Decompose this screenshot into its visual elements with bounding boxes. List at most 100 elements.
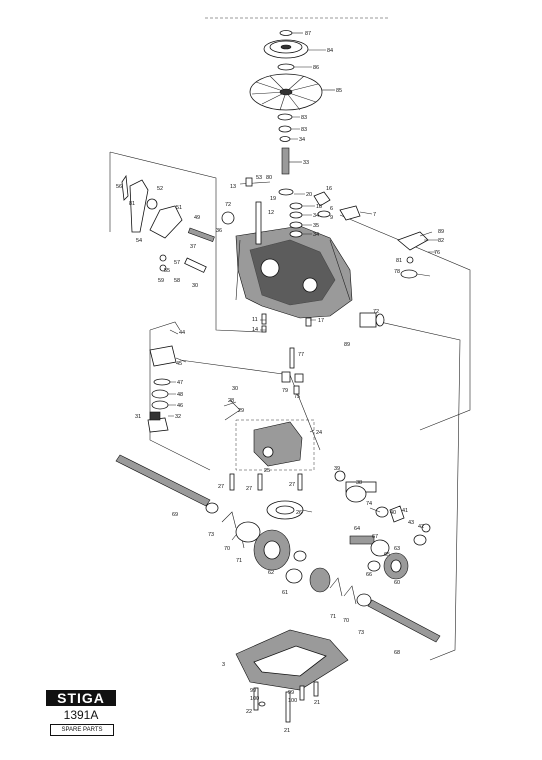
callout-7: 7 xyxy=(373,212,376,218)
callout-53: 53 xyxy=(256,175,262,181)
callout-38: 38 xyxy=(356,480,362,486)
callout-25: 25 xyxy=(264,468,270,474)
frame-line-left xyxy=(109,151,263,333)
callout-leaders xyxy=(168,32,438,513)
callout-72: 72 xyxy=(373,309,379,315)
center-section-block xyxy=(223,399,315,471)
callout-73: 73 xyxy=(208,532,214,538)
callout-37: 37 xyxy=(190,244,196,250)
callout-54: 54 xyxy=(136,238,142,244)
brand-block: STIGA 1391A SPARE PARTS xyxy=(46,690,116,736)
callout-32: 32 xyxy=(175,414,181,420)
callout-31: 31 xyxy=(135,414,141,420)
callout-36: 36 xyxy=(216,228,222,234)
shaft-washers xyxy=(277,113,293,175)
detent-pins xyxy=(281,347,304,395)
callout-41: 41 xyxy=(402,508,408,514)
callout-34: 34 xyxy=(299,137,305,143)
callout-24: 24 xyxy=(316,430,322,436)
callout-40: 40 xyxy=(390,510,396,516)
callout-20: 20 xyxy=(306,192,312,198)
callout-51: 51 xyxy=(176,205,182,211)
differential-lock-stack xyxy=(147,321,181,433)
callout-60: 60 xyxy=(394,580,400,586)
callout-81: 81 xyxy=(129,201,135,207)
axle-bearing-right xyxy=(359,312,385,328)
callout-30: 30 xyxy=(232,386,238,392)
callout-47: 47 xyxy=(177,380,183,386)
callout-66: 66 xyxy=(366,572,372,578)
callout-86: 86 xyxy=(313,65,319,71)
callout-87: 87 xyxy=(305,31,311,37)
callout-81: 81 xyxy=(396,258,402,264)
callout-33: 33 xyxy=(303,160,309,166)
left-axle-shaft xyxy=(115,454,219,514)
callout-48: 48 xyxy=(177,392,183,398)
callout-76: 76 xyxy=(434,250,440,256)
callout-80: 80 xyxy=(266,175,272,181)
frame-line-right xyxy=(339,214,471,431)
callout-71: 71 xyxy=(330,614,336,620)
lower-housing-cover xyxy=(235,629,349,723)
callout-34: 34 xyxy=(313,213,319,219)
callout-14: 14 xyxy=(252,327,258,333)
callout-99: 99 xyxy=(288,690,294,696)
callout-13: 13 xyxy=(230,184,236,190)
callout-59: 59 xyxy=(158,278,164,284)
callout-79: 79 xyxy=(282,388,288,394)
callout-72: 72 xyxy=(225,202,231,208)
callout-89: 89 xyxy=(438,229,444,235)
callout-30: 30 xyxy=(192,283,198,289)
transaxle-housing xyxy=(235,225,353,319)
frame-line-lower-right xyxy=(379,321,461,661)
callout-75: 75 xyxy=(294,394,300,400)
callout-63: 63 xyxy=(394,546,400,552)
right-axle-shaft xyxy=(356,593,441,643)
part-number-labels: 87 84 86 85 83 83 34 33 13 53 80 20 16 5… xyxy=(116,31,444,734)
callout-74: 74 xyxy=(366,501,372,507)
callout-61: 61 xyxy=(282,590,288,596)
callout-68: 68 xyxy=(394,650,400,656)
callout-34: 34 xyxy=(313,232,319,238)
callout-21: 21 xyxy=(284,728,290,734)
callout-55: 55 xyxy=(164,268,170,274)
control-lever-assembly xyxy=(121,174,262,273)
callout-29: 29 xyxy=(238,408,244,414)
callout-21: 21 xyxy=(314,700,320,706)
callout-78: 78 xyxy=(394,269,400,275)
callout-44: 44 xyxy=(179,330,185,336)
callout-82: 82 xyxy=(438,238,444,244)
callout-27: 27 xyxy=(246,486,252,492)
callout-11: 11 xyxy=(252,317,258,323)
callout-67: 67 xyxy=(372,534,378,540)
callout-70: 70 xyxy=(224,546,230,552)
stiga-logo: STIGA xyxy=(46,690,116,706)
callout-18: 18 xyxy=(316,204,322,210)
callout-49: 49 xyxy=(194,215,200,221)
callout-64: 64 xyxy=(354,526,360,532)
pulley-assembly xyxy=(263,30,309,71)
callout-58: 58 xyxy=(174,278,180,284)
callout-16: 16 xyxy=(326,186,332,192)
callout-100: 100 xyxy=(250,696,259,702)
callout-6: 6 xyxy=(330,206,333,212)
callout-52: 52 xyxy=(157,186,163,192)
callout-70: 70 xyxy=(343,618,349,624)
callout-39: 39 xyxy=(334,466,340,472)
callout-9: 9 xyxy=(330,215,333,221)
callout-65: 65 xyxy=(384,552,390,558)
callout-17: 17 xyxy=(318,318,324,324)
right-brake-assembly xyxy=(397,231,433,279)
callout-46: 46 xyxy=(177,403,183,409)
callout-69: 69 xyxy=(172,512,178,518)
callout-100: 100 xyxy=(288,698,297,704)
differential-gear-train xyxy=(221,511,357,605)
spare-parts-label: SPARE PARTS xyxy=(50,724,114,736)
callout-73: 73 xyxy=(358,630,364,636)
callout-35: 35 xyxy=(313,223,319,229)
frame-line-mid-left xyxy=(149,330,211,471)
callout-62: 62 xyxy=(268,570,274,576)
callout-27: 27 xyxy=(218,484,224,490)
callout-56: 56 xyxy=(116,184,122,190)
callout-3: 3 xyxy=(222,662,225,668)
